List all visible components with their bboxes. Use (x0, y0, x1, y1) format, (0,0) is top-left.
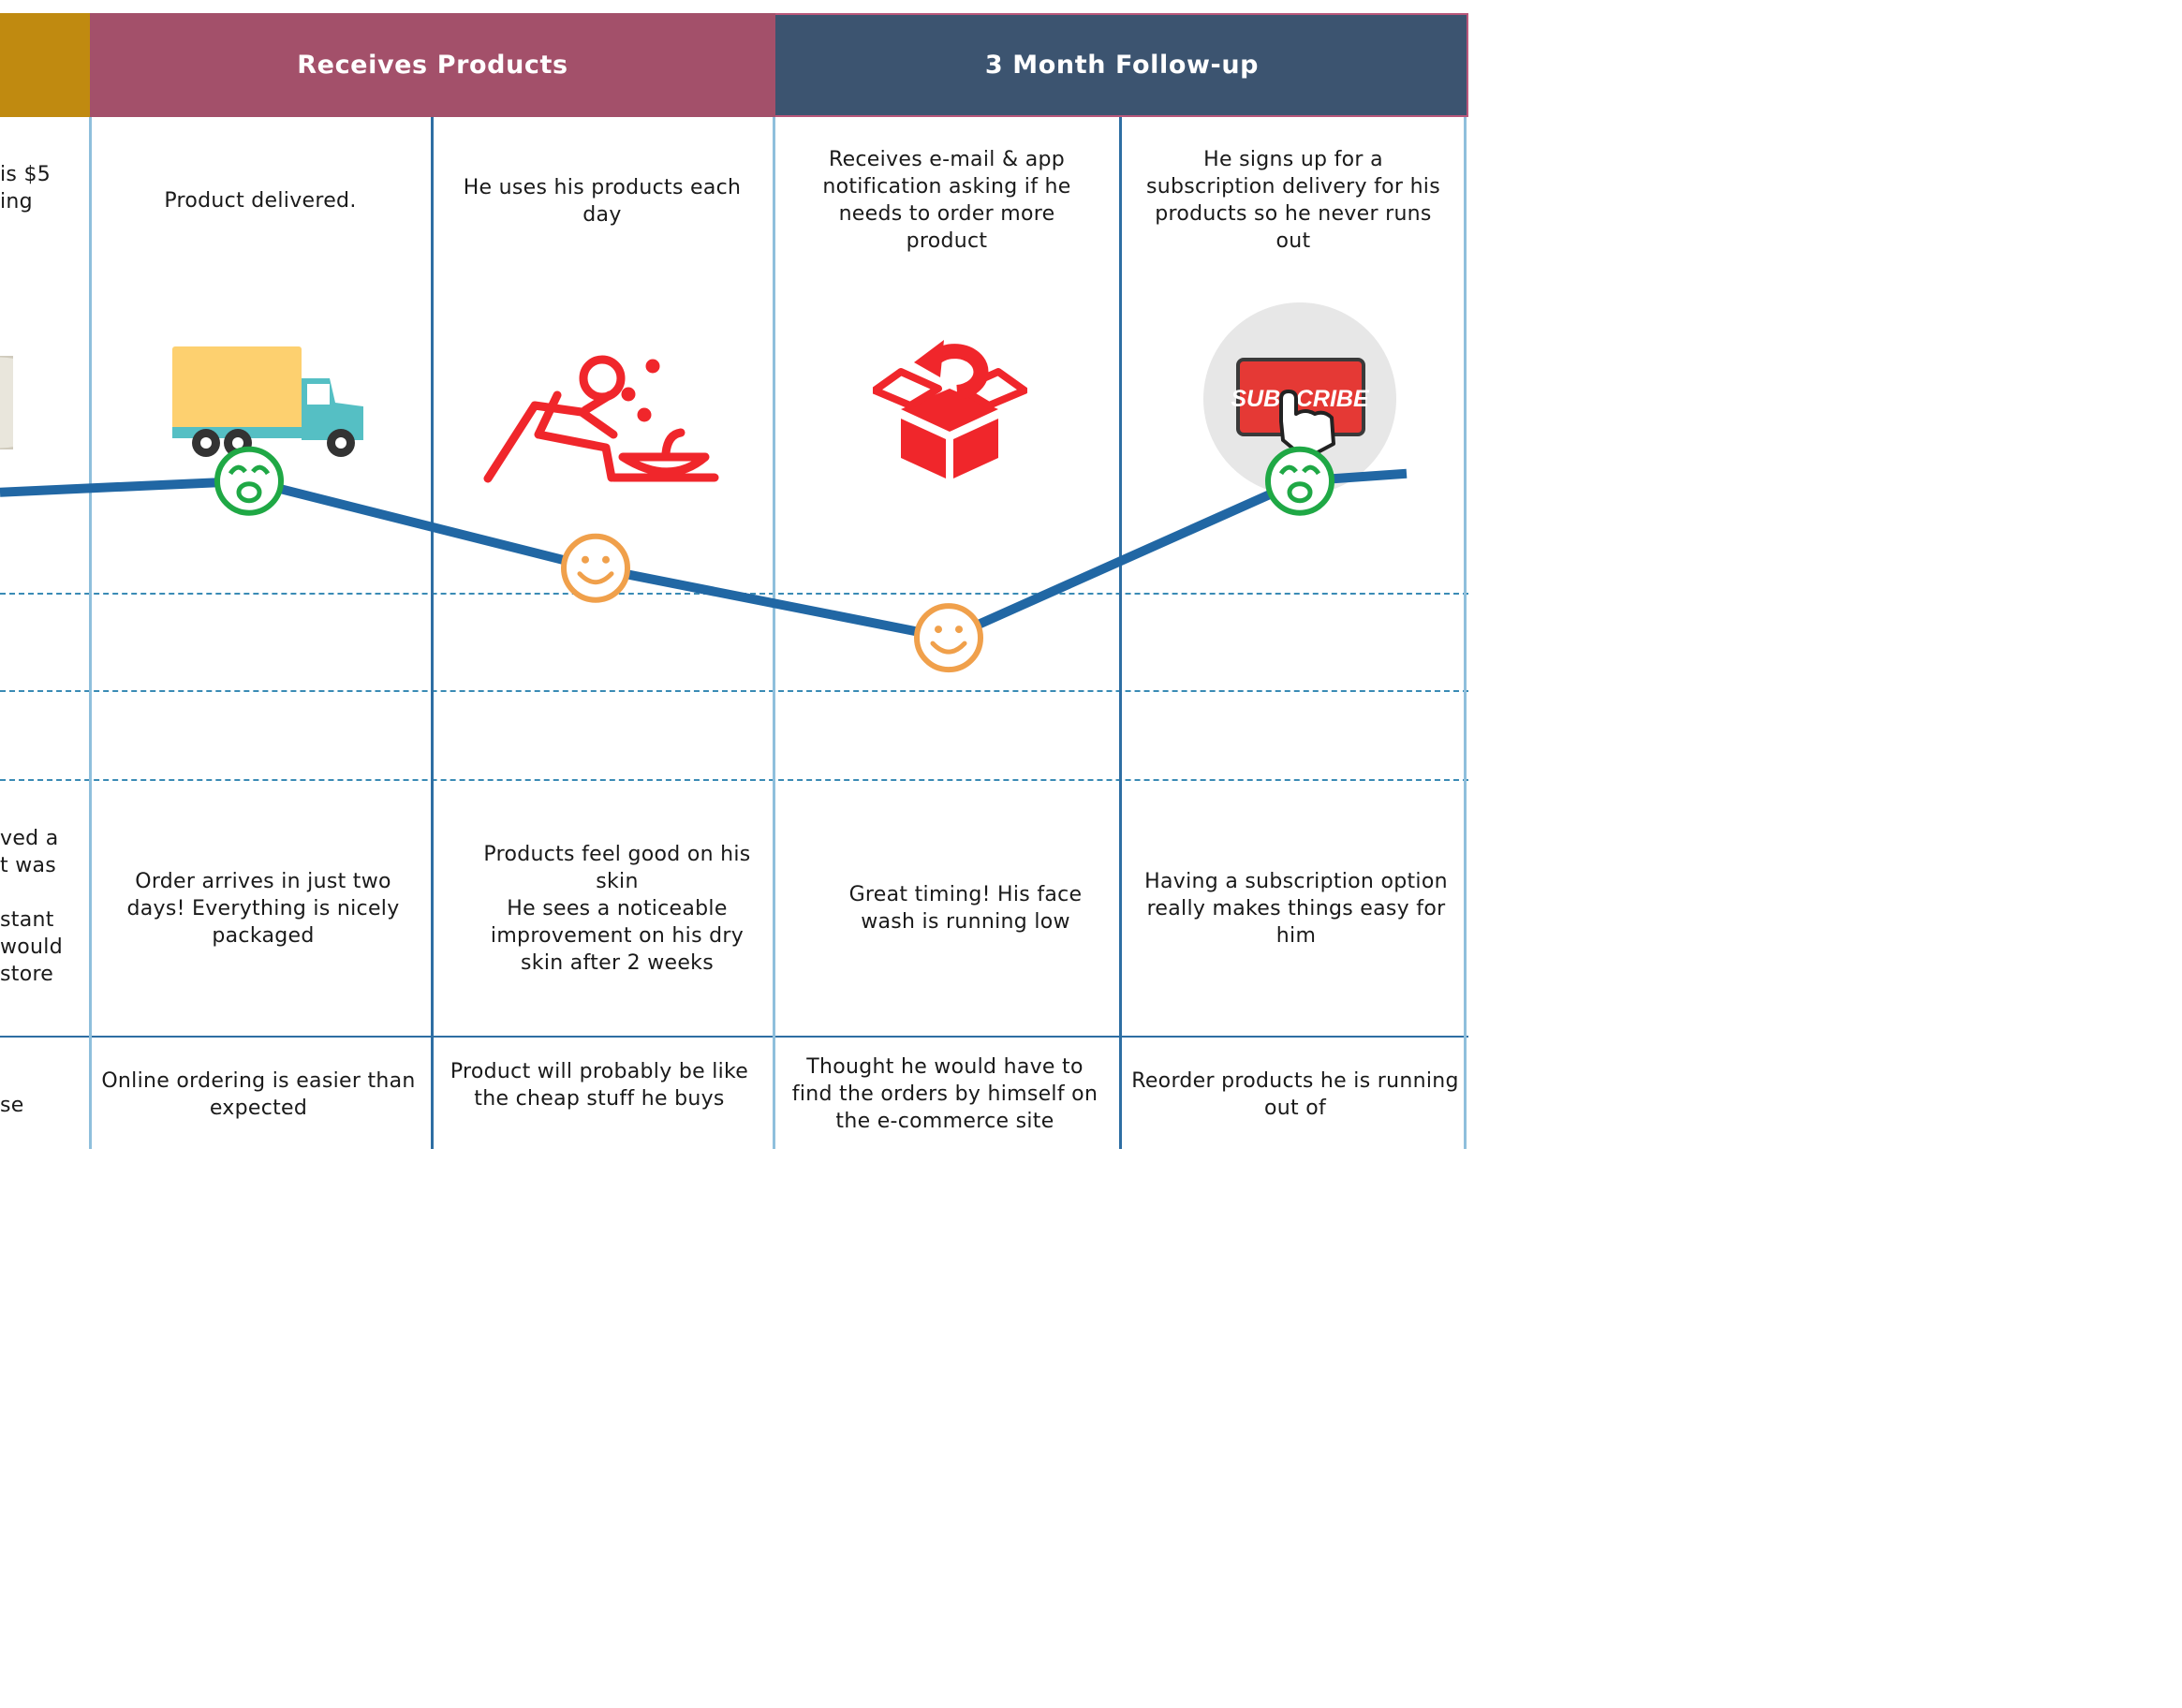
emotion-curve-chart (0, 446, 1408, 673)
column-divider (773, 117, 775, 1149)
feeling-text: Products feel good on his skin He sees a… (483, 842, 751, 975)
phase-header-partial (0, 13, 90, 117)
feeling-text: Great timing! His face wash is running l… (848, 883, 1083, 934)
subscribe-icon-label: SUBSCRIBE (1231, 386, 1370, 412)
step-description: Receives e-mail & app notification askin… (822, 148, 1071, 253)
emotion-guide-line (0, 779, 1468, 781)
column-divider (89, 117, 92, 1149)
person-eating-icon (482, 354, 726, 487)
partial-circle-icon (0, 356, 13, 449)
thought-text: Reorder products he is running out of (1131, 1069, 1459, 1120)
step-description: Product delivered. (164, 189, 357, 213)
step-description: He uses his products each day (463, 176, 742, 227)
column-divider (1119, 117, 1122, 1149)
phase-header-receives-products: Receives Products (90, 13, 775, 117)
feeling-text: Having a subscription option really make… (1144, 869, 1448, 948)
feeling-text: Order arrives in just two days! Everythi… (126, 869, 400, 948)
emotion-line (0, 468, 1408, 643)
happy-face-icon (914, 603, 983, 673)
very-happy-face-icon (214, 446, 284, 516)
phase-title: Receives Products (297, 51, 568, 80)
subscribe-button-icon: SUBSCRIBE (1202, 302, 1399, 498)
very-happy-face-icon (1265, 446, 1334, 516)
step-description: He signs up for a subscription delivery … (1146, 148, 1440, 253)
column-divider (1464, 117, 1467, 1149)
phase-title: 3 Month Follow-up (984, 51, 1260, 80)
return-box-icon (873, 323, 1027, 480)
happy-face-icon (561, 533, 630, 603)
thought-text: Thought he would have to find the orders… (791, 1055, 1098, 1133)
feeling-text: ved a t was stant would store (0, 827, 63, 986)
phase-header-follow-up: 3 Month Follow-up (775, 13, 1468, 117)
thought-text: Product will probably be like the cheap … (450, 1060, 749, 1111)
step-description: is $5 ing (0, 163, 52, 214)
emotion-guide-line (0, 690, 1468, 692)
row-divider (0, 1036, 1468, 1038)
thought-text: Online ordering is easier than expected (101, 1069, 416, 1120)
thought-text: se (0, 1093, 24, 1117)
column-divider (431, 117, 434, 1149)
